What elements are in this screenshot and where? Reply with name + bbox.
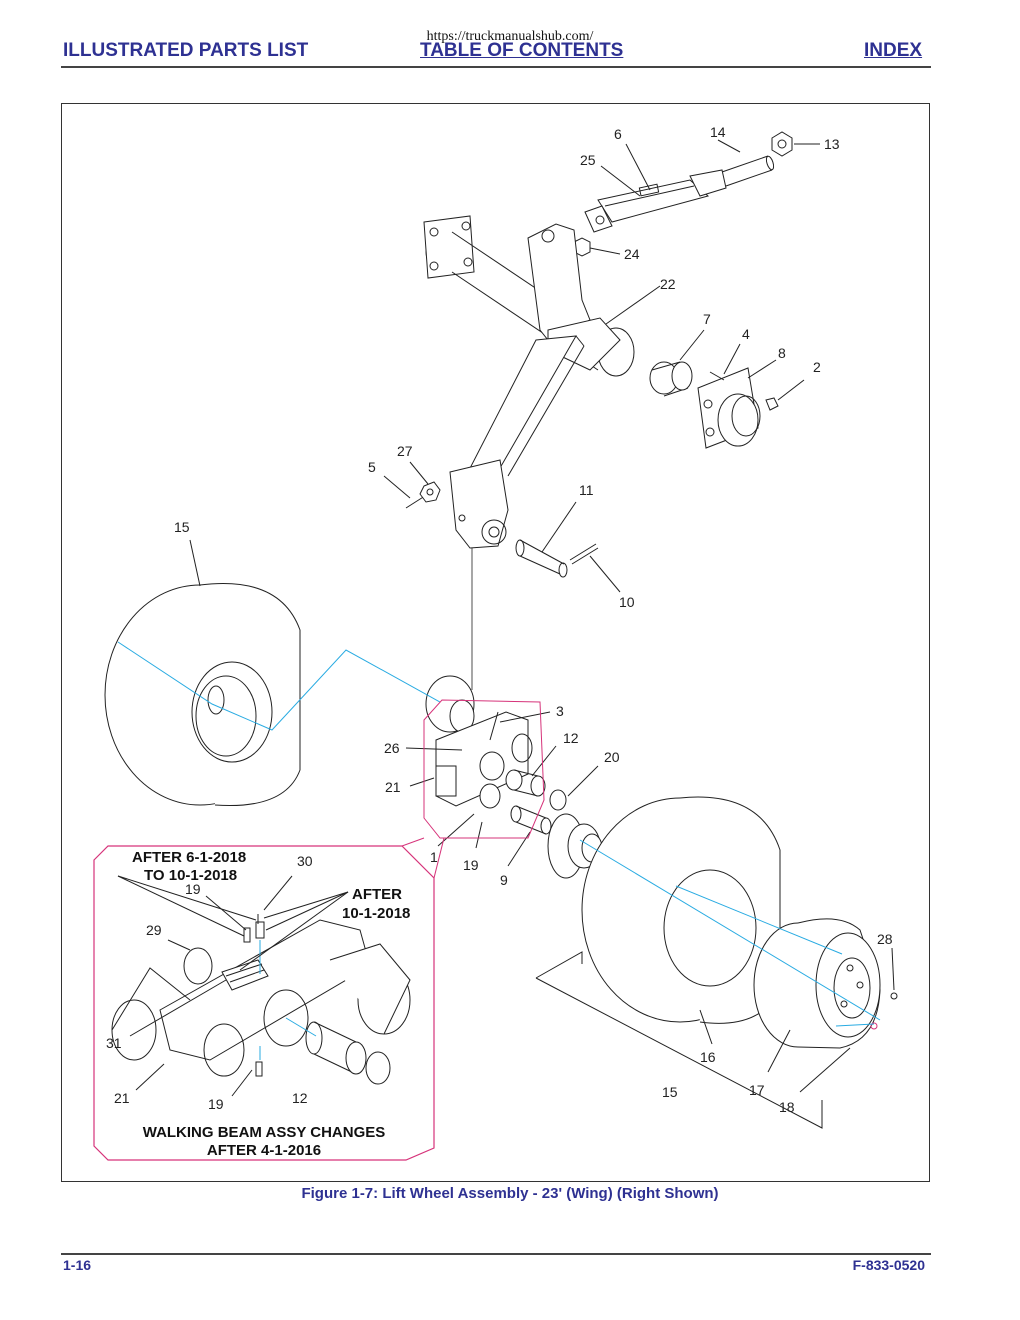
bearing-8 <box>697 367 779 449</box>
rim-17 <box>753 918 898 1049</box>
washer-20 <box>549 789 567 811</box>
left-tire <box>104 582 301 807</box>
walking-beam <box>435 711 533 809</box>
inset-note-after-6-1-2018: AFTER 6-1-2018 <box>132 849 246 866</box>
center-lines <box>117 641 881 1027</box>
pin-9 <box>510 805 552 835</box>
inset-notes: AFTER 6-1-2018 TO 10-1-2018 AFTER 10-1-2… <box>132 849 410 1159</box>
inset-note-to-10-1-2018: TO 10-1-2018 <box>144 867 237 884</box>
inset-callout-29: 29 <box>146 922 162 938</box>
figure-caption: Figure 1-7: Lift Wheel Assembly - 23' (W… <box>301 1185 719 1202</box>
callout-10: 10 <box>619 594 635 610</box>
callout-9: 9 <box>500 872 508 888</box>
bushing-12 <box>505 769 546 797</box>
hydraulic-cylinder <box>584 155 775 233</box>
inset-callout-30: 30 <box>297 853 313 869</box>
section-title: ILLUSTRATED PARTS LIST <box>63 40 309 61</box>
beam-highlight <box>423 699 545 839</box>
inset-callout-19-bottom: 19 <box>208 1096 224 1112</box>
callout-15: 15 <box>174 519 190 535</box>
right-tire <box>581 796 781 1024</box>
index-link[interactable]: INDEX <box>864 40 923 61</box>
lift-arm <box>449 223 621 690</box>
callout-8: 8 <box>778 345 786 361</box>
callout-5: 5 <box>368 459 376 475</box>
callout-14: 14 <box>710 124 726 140</box>
nut-13 <box>771 131 793 157</box>
roll-pin-10 <box>569 543 599 565</box>
axle-tube <box>423 215 635 377</box>
left-hub <box>425 675 475 733</box>
callout-11: 11 <box>579 482 594 498</box>
figure-frame <box>61 103 930 1182</box>
source-url: https://truckmanualshub.com/ <box>426 29 594 44</box>
document-number: F-833-0520 <box>852 1257 925 1273</box>
callout-labels: 6 14 13 25 24 22 7 4 8 2 27 5 11 15 10 3… <box>106 124 893 1115</box>
callout-28: 28 <box>877 931 893 947</box>
inset-callout-31: 31 <box>106 1035 122 1051</box>
inset-note-after-10-1-2018: 10-1-2018 <box>342 905 410 922</box>
inset-box <box>93 837 445 1161</box>
inset-subtitle: AFTER 4-1-2016 <box>207 1142 321 1159</box>
page-number: 1-16 <box>63 1257 92 1273</box>
footer-rule <box>61 1253 931 1255</box>
callout-26: 26 <box>384 740 400 756</box>
callout-18: 18 <box>779 1099 795 1115</box>
callout-25: 25 <box>580 152 596 168</box>
inset-title: WALKING BEAM ASSY CHANGES <box>143 1124 386 1141</box>
callout-6: 6 <box>614 126 622 142</box>
table-of-contents-link[interactable]: TABLE OF CONTENTS <box>420 40 624 61</box>
header-rule <box>61 66 931 68</box>
callout-15-lower: 15 <box>662 1084 678 1100</box>
pivot-pin-11 <box>515 539 568 578</box>
callout-1: 1 <box>430 849 438 865</box>
callout-2: 2 <box>813 359 821 375</box>
inset-note-after: AFTER <box>352 886 402 903</box>
callout-21: 21 <box>385 779 401 795</box>
callout-12: 12 <box>563 730 579 746</box>
callout-16: 16 <box>700 1049 716 1065</box>
bushing-7 <box>649 361 693 397</box>
callout-4: 4 <box>742 326 750 342</box>
callout-20: 20 <box>604 749 620 765</box>
callout-22: 22 <box>660 276 676 292</box>
right-hub <box>547 813 603 879</box>
callout-27: 27 <box>397 443 413 459</box>
inset-callout-12: 12 <box>292 1090 308 1106</box>
callout-24: 24 <box>624 246 640 262</box>
bolt-5 <box>405 481 441 509</box>
callout-13: 13 <box>824 136 840 152</box>
inset-callout-21: 21 <box>114 1090 130 1106</box>
inset-callout-19-top: 19 <box>185 881 201 897</box>
callout-3: 3 <box>556 703 564 719</box>
callout-17: 17 <box>749 1082 765 1098</box>
callout-7: 7 <box>703 311 711 327</box>
callout-19: 19 <box>463 857 479 873</box>
